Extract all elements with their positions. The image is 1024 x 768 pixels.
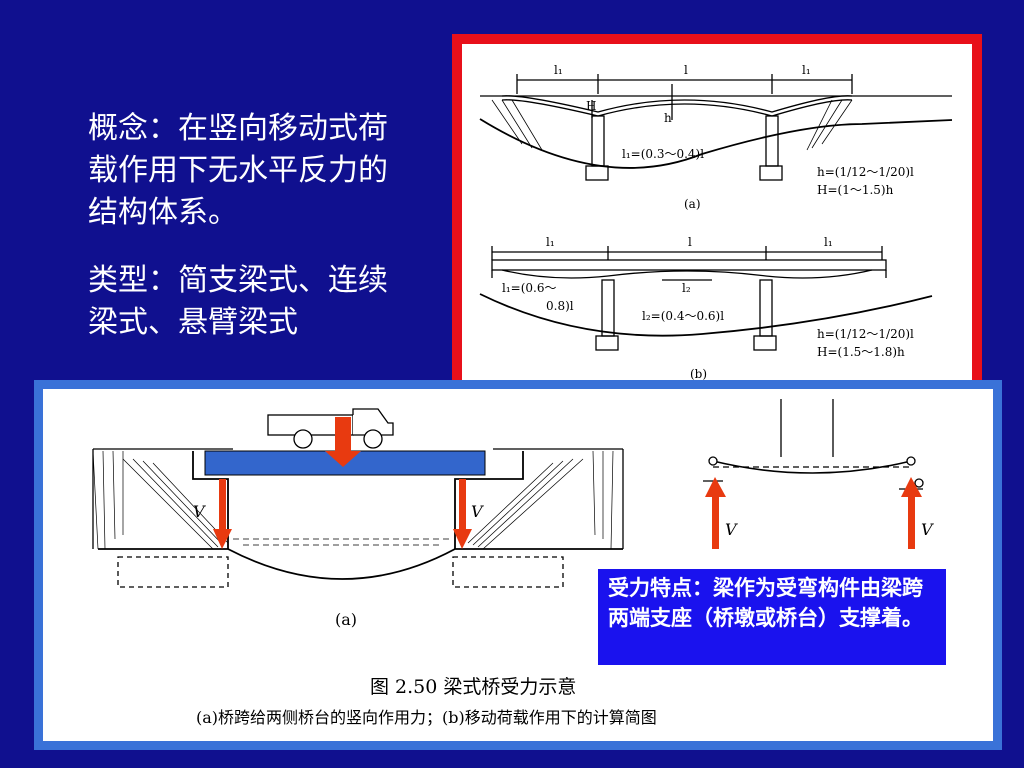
b-span-left: l₁ bbox=[546, 235, 555, 249]
top-figure-frame: l₁ l l₁ H h l₁=(0.3～0.4)l h=(1/12～1/20)l… bbox=[452, 34, 982, 386]
pier-a-left bbox=[591, 115, 605, 167]
b-tag: (b) bbox=[690, 367, 707, 381]
a-span-left: l₁ bbox=[554, 63, 563, 77]
a-formula-h: h=(1/12～1/20)l bbox=[817, 165, 914, 179]
figure-subcaption: (a)桥跨给两侧桥台的竖向作用力；(b)移动荷载作用下的计算简图 bbox=[196, 708, 657, 727]
pier-a-right bbox=[765, 115, 779, 167]
b-inner-span: l₂ bbox=[682, 281, 691, 295]
ground-b bbox=[479, 293, 933, 337]
truck-wheel-rear bbox=[293, 429, 313, 449]
V-right: V bbox=[471, 502, 484, 521]
deck-a bbox=[501, 95, 853, 113]
b-formula-h: h=(1/12～1/20)l bbox=[817, 327, 914, 341]
truck-cab bbox=[352, 408, 394, 436]
reaction-arrow-left bbox=[219, 479, 226, 535]
reaction-arrow-right bbox=[459, 479, 466, 535]
top-diagram-svg: l₁ l l₁ H h l₁=(0.3～0.4)l h=(1/12～1/20)l… bbox=[479, 63, 953, 381]
bottom-diagram-svg: V V V V (a) bbox=[92, 399, 934, 629]
riverbed bbox=[98, 548, 623, 580]
concept-definition: 概念：在竖向移动式荷载作用下无水平反力的结构体系。 bbox=[88, 111, 388, 230]
deck-b bbox=[491, 259, 887, 271]
V-small-right: V bbox=[921, 520, 934, 539]
top-figure: l₁ l l₁ H h l₁=(0.3～0.4)l h=(1/12～1/20)l… bbox=[462, 44, 972, 386]
figure-caption: 图 2.50 梁式桥受力示意 bbox=[370, 676, 577, 698]
load-arrow-head bbox=[325, 451, 361, 467]
load-arrow-shaft bbox=[335, 417, 351, 457]
pier-b-left bbox=[601, 279, 615, 337]
a-formula-l1: l₁=(0.3～0.4)l bbox=[622, 147, 704, 161]
V-small-left: V bbox=[725, 520, 738, 539]
b-formula-H: H=(1.5～1.8)h bbox=[817, 345, 905, 359]
a-h-label: h bbox=[664, 111, 672, 125]
a-tag: (a) bbox=[684, 197, 701, 211]
b-span-mid: l bbox=[688, 235, 692, 249]
stress-callout: 受力特点：梁作为受弯构件由梁跨两端支座（桥墩或桥台）支撑着。 bbox=[598, 569, 946, 665]
support-arrow-right bbox=[908, 493, 915, 549]
ground-a bbox=[479, 118, 953, 169]
b-span-right: l₁ bbox=[824, 235, 833, 249]
truck-wheel-front bbox=[363, 429, 383, 449]
foundation-right bbox=[452, 556, 564, 588]
b-formula-l2: l₂=(0.4～0.6)l bbox=[642, 309, 724, 323]
concept-text: 概念：在竖向移动式荷载作用下无水平反力的结构体系。 类型：简支梁式、连续梁式、悬… bbox=[88, 108, 408, 370]
concept-types: 类型：简支梁式、连续梁式、悬臂梁式 bbox=[88, 263, 388, 340]
beam-b bbox=[712, 460, 912, 474]
a-span-mid: l bbox=[684, 63, 688, 77]
support-arrow-left bbox=[712, 493, 719, 549]
bottom-tag: (a) bbox=[335, 610, 357, 629]
a-formula-H: H=(1～1.5)h bbox=[817, 183, 894, 197]
a-span-right: l₁ bbox=[802, 63, 811, 77]
V-left: V bbox=[193, 502, 206, 521]
foundation-left bbox=[117, 556, 229, 588]
bottom-figure: V V V V (a) bbox=[43, 389, 993, 741]
b-formula-l1-1: l₁=(0.6～ bbox=[502, 281, 556, 295]
bottom-figure-frame: V V V V (a) bbox=[34, 380, 1002, 750]
b-formula-l1-2: 0.8)l bbox=[546, 299, 574, 313]
a-H-label: H bbox=[586, 99, 596, 113]
